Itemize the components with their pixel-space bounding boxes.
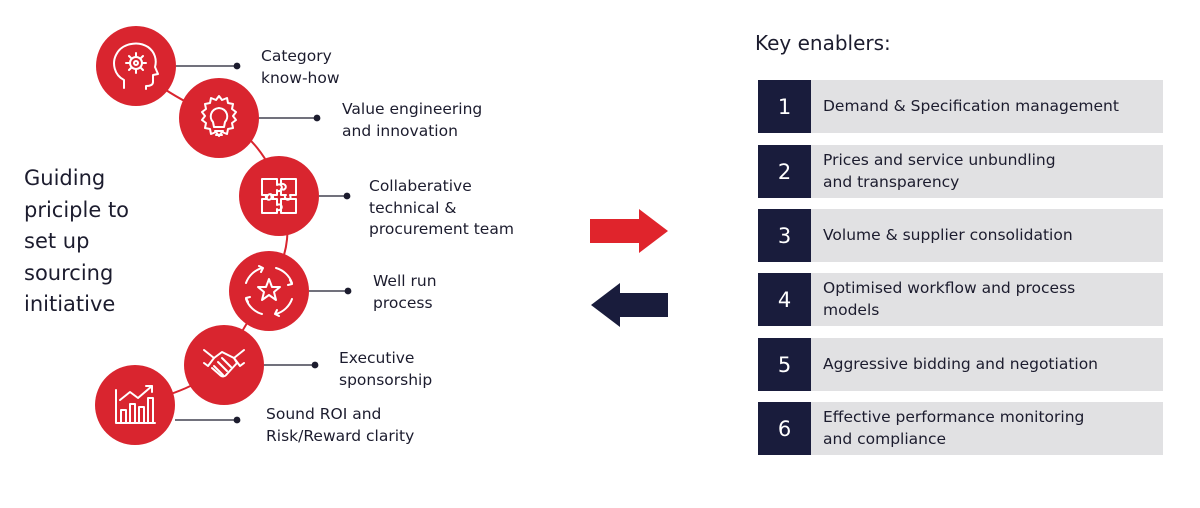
principle-label-2: Value engineering and innovation — [342, 100, 483, 140]
right-arrow — [590, 209, 668, 253]
leader-dot-1 — [233, 62, 241, 70]
left-arrow — [591, 283, 668, 327]
enabler-row-4: 4 Optimised workflow and process models — [758, 273, 1163, 326]
leader-lines — [175, 65, 348, 421]
lightbulb-gear-icon — [201, 95, 237, 137]
leader-dot-2 — [313, 114, 321, 122]
enabler-row-3: 3 Volume & supplier consolidation — [758, 209, 1163, 262]
enabler-text: Aggressive bidding and negotiation — [811, 338, 1163, 391]
enabler-text: Optimised workflow and process models — [811, 273, 1163, 326]
principle-circle-3 — [239, 156, 319, 236]
enabler-text: Demand & Specification management — [811, 80, 1163, 133]
enabler-number: 5 — [758, 338, 811, 391]
leader-dot-4 — [344, 287, 352, 295]
guiding-principle-title: Guiding priciple to set up sourcing init… — [24, 166, 130, 316]
principle-circle-1 — [96, 26, 176, 106]
leader-dot-6 — [233, 416, 241, 424]
enabler-row-2: 2 Prices and service unbundling and tran… — [758, 145, 1163, 198]
leader-dot-3 — [343, 192, 351, 200]
principle-circle-4 — [229, 251, 309, 331]
principle-label-6: Sound ROI and Risk/Reward clarity — [266, 405, 415, 445]
enabler-text: Effective performance monitoring and com… — [811, 402, 1163, 455]
enabler-number: 6 — [758, 402, 811, 455]
principle-circle-6 — [95, 365, 175, 445]
enabler-number: 1 — [758, 80, 811, 133]
enabler-row-5: 5 Aggressive bidding and negotiation — [758, 338, 1163, 391]
enabler-number: 2 — [758, 145, 811, 198]
puzzle-icon — [261, 178, 297, 214]
enabler-text: Volume & supplier consolidation — [811, 209, 1163, 262]
enabler-number: 4 — [758, 273, 811, 326]
principle-label-4: Well run process — [373, 272, 437, 312]
leader-dot-5 — [311, 361, 319, 369]
enabler-row-1: 1 Demand & Specification management — [758, 80, 1163, 133]
enablers-heading: Key enablers: — [755, 31, 891, 55]
enabler-row-6: 6 Effective performance monitoring and c… — [758, 402, 1163, 455]
leader-dots — [233, 62, 352, 424]
head-gear-icon — [113, 42, 159, 90]
principle-circle-5 — [184, 325, 264, 405]
handshake-icon — [203, 349, 245, 378]
bar-chart-growth-icon — [115, 385, 156, 424]
enabler-text: Prices and service unbundling and transp… — [811, 145, 1163, 198]
principle-label-5: Executive sponsorship — [339, 349, 433, 389]
enabler-number: 3 — [758, 209, 811, 262]
star-cycle-icon — [245, 265, 293, 317]
principle-circle-2 — [179, 78, 259, 158]
principle-label-1: Category know-how — [261, 47, 340, 87]
principle-label-3: Collaberative technical & procurement te… — [369, 177, 514, 238]
